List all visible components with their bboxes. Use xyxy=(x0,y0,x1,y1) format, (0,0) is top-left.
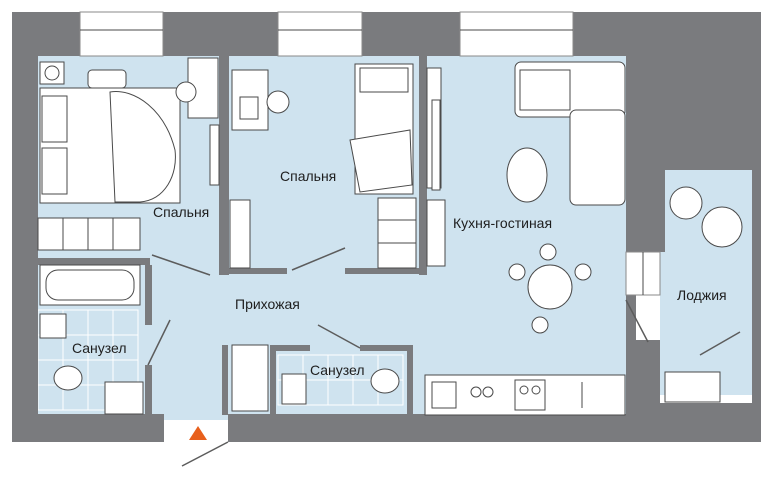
dining-set xyxy=(508,243,592,334)
wardrobe-left xyxy=(209,124,220,186)
sofa xyxy=(514,61,626,206)
window-left xyxy=(79,11,164,57)
fan-icon xyxy=(44,65,60,81)
windows xyxy=(79,11,661,296)
window-kitchen xyxy=(459,11,574,57)
monitor-middle xyxy=(239,96,259,120)
window-middle xyxy=(277,11,363,57)
loggia-chair xyxy=(669,186,703,220)
doors xyxy=(147,247,741,467)
room-label-loggia: Лоджия xyxy=(677,287,727,303)
chair-middle xyxy=(266,90,290,114)
bed-left xyxy=(39,87,181,204)
entrance-triangle-icon xyxy=(189,426,207,440)
chair-left xyxy=(175,81,197,103)
toilet-left xyxy=(53,365,83,391)
sink-right xyxy=(281,373,307,405)
loggia-cabinet xyxy=(664,371,721,403)
room-label-kitchen-living: Кухня-гостиная xyxy=(453,215,552,231)
room-label-bathroom-right: Санузел xyxy=(310,362,365,378)
wardrobe-kitchen xyxy=(426,199,446,267)
loggia-table xyxy=(701,206,743,248)
coffee-table xyxy=(506,147,548,203)
sink-left xyxy=(39,313,67,339)
washer-left xyxy=(104,381,144,415)
room-label-bathroom-left: Санузел xyxy=(72,340,127,356)
walls xyxy=(12,12,761,442)
room-label-bedroom-middle: Спальня xyxy=(280,168,336,184)
wardrobe-middle-left xyxy=(229,199,251,269)
wardrobe-middle-right xyxy=(377,197,417,269)
bed-middle xyxy=(349,63,414,195)
kitchen-counter xyxy=(424,374,626,416)
room-label-hallway: Прихожая xyxy=(235,296,300,312)
room-label-bedroom-left: Спальня xyxy=(153,204,209,220)
toilet-right xyxy=(370,368,400,394)
wardrobe-hall xyxy=(231,344,269,412)
bathtub xyxy=(39,264,141,306)
wardrobe-left-bottom xyxy=(37,217,141,251)
rug-left xyxy=(87,69,127,89)
tv-unit xyxy=(426,67,442,191)
